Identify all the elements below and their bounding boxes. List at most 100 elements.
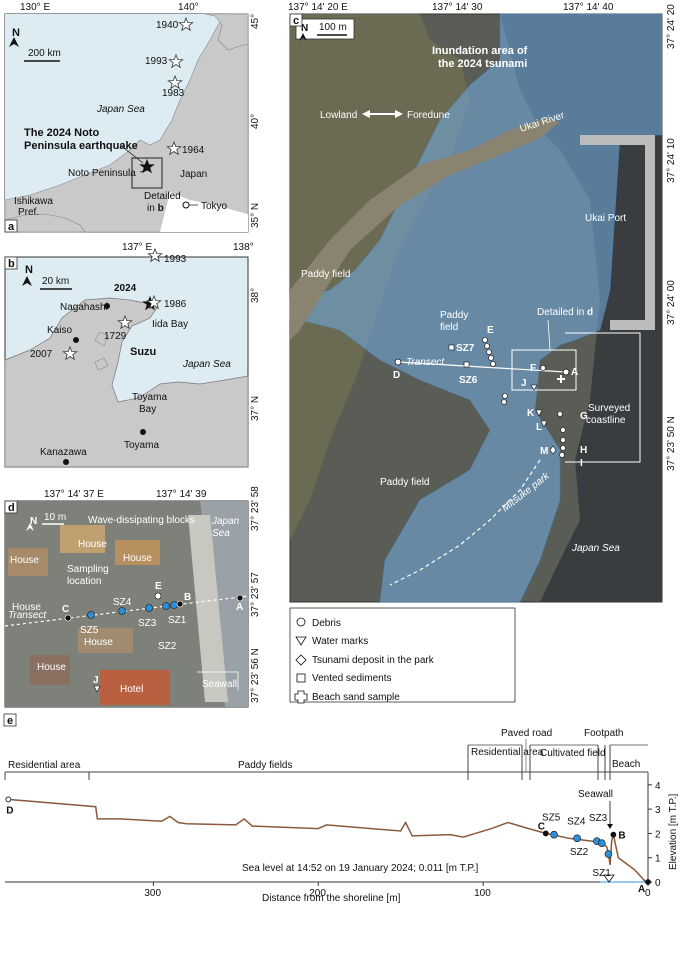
d-house-roof-1	[60, 525, 105, 553]
b-year-1986: 1986	[164, 299, 187, 310]
panel-b-label-box	[4, 256, 18, 270]
ukai-river	[290, 118, 560, 340]
panel-c-label-box	[289, 13, 303, 27]
inundation-line2: the 2024 tsunami	[438, 58, 527, 70]
panel-b: 137° E 138° 1993 2024 1986 1729 2007 Nag…	[4, 242, 261, 468]
d-pt-sz5: SZ5	[80, 625, 99, 636]
d-lat-tick-2: 37° 23' 57	[250, 572, 261, 617]
ishikawa-line2: Pref.	[18, 207, 39, 218]
b-year-2024: 2024	[114, 283, 137, 294]
surveyed-line2: coastline	[586, 415, 626, 426]
d-house-6: House	[37, 662, 66, 673]
star-1993	[168, 53, 184, 69]
detailed-line2: in b	[147, 203, 164, 214]
d-point-a	[236, 594, 244, 602]
e-y-tick-label: 1	[655, 854, 661, 865]
detailed-d-in-text: Detailed in	[537, 307, 587, 318]
d-hotel-roof	[100, 670, 170, 705]
detailed-b-text: b	[158, 203, 164, 214]
iida-label: Iida Bay	[152, 319, 188, 330]
panel-a-label: a	[8, 221, 15, 233]
d-sampling-line1: Sampling	[67, 564, 109, 575]
panel-e-label-box	[3, 713, 17, 727]
c-lat-tick-4: 37° 23' 50 N	[666, 416, 677, 471]
north-arrow-icon	[9, 37, 19, 47]
panel-a-sea: Japan Sea	[96, 104, 145, 115]
japan-label: Japan	[180, 169, 207, 180]
d-pt-a: A	[236, 602, 243, 613]
c-scale-box	[295, 18, 355, 40]
point-label-b: B	[618, 831, 625, 842]
quake-label-line2: Peninsula earthquake	[24, 140, 138, 152]
point-label-d: D	[6, 805, 13, 816]
inundation-line1: Inundation area of	[432, 45, 528, 57]
c-lat-tick-3: 37° 24' 00	[666, 280, 677, 325]
b-year-1729: 1729	[104, 331, 127, 342]
inundation-limit-line	[389, 459, 541, 586]
quake-leader	[119, 144, 144, 164]
sea-water-c	[500, 14, 662, 602]
zone-residential-2: Residential area	[471, 747, 544, 758]
d-point-b	[176, 600, 184, 608]
noto-leader	[139, 169, 149, 173]
western-land	[4, 213, 86, 233]
tokyo-marker	[182, 201, 190, 209]
d-house-3: House	[10, 555, 39, 566]
d-pt-b: B	[184, 592, 191, 603]
detailed-line1: Detailed	[144, 191, 181, 202]
panel-b-north-letter: N	[25, 264, 33, 276]
kaiso-label: Kaiso	[47, 325, 72, 336]
panel-d-label-box	[4, 500, 18, 514]
water-mark-l	[540, 420, 548, 428]
panel-b-sea: Japan Sea	[182, 359, 231, 370]
panel-b-scale: 20 km	[42, 276, 69, 287]
point-label-a: A	[638, 884, 645, 895]
c-lat-tick-1: 37° 24' 20	[666, 4, 677, 49]
quake-label-line1: The 2024 Noto	[24, 127, 99, 139]
point-a-marker	[562, 368, 570, 376]
paddy-label-1: Paddy field	[301, 269, 350, 280]
sz6-marker	[463, 361, 470, 368]
lat-tick-40: 40°	[250, 114, 261, 129]
deposit-m	[549, 445, 557, 455]
star-b-1729	[117, 314, 133, 330]
surveyed-line1: Surveyed	[588, 403, 630, 414]
d-lat-tick-3: 37° 23' 56 N	[250, 648, 261, 703]
e-ylabel: Elevation [m T.P.]	[668, 793, 679, 870]
c-pt-m: M	[540, 446, 548, 457]
noto-island	[94, 331, 109, 347]
legend-item-water-marks: Water marks	[312, 636, 368, 647]
sample-label-sz5: SZ5	[542, 813, 561, 824]
panel-b-label: b	[8, 258, 15, 270]
nagahashi-label: Nagahashi	[60, 302, 108, 313]
lat-tick-35: 35° N	[250, 203, 261, 228]
lon-tick-137: 137° E	[122, 242, 152, 253]
d-sz3-marker	[145, 604, 153, 612]
water-mark-k	[535, 409, 543, 417]
sample-label-sz3: SZ3	[589, 813, 608, 824]
e-y-tick-label: 4	[655, 781, 661, 792]
panel-c: 137° 14' 20 E 137° 14' 30 137° 14' 40 N …	[288, 2, 677, 603]
panel-c-north-letter: N	[301, 23, 308, 34]
toyama-bay-line1: Toyama	[132, 392, 167, 403]
legend-vented-icon	[296, 673, 306, 683]
c-pt-g: G	[580, 411, 588, 422]
star-1983	[167, 74, 183, 90]
sample-sz2	[598, 839, 606, 847]
sample-sz1	[604, 850, 613, 858]
paddy-label-2b: field	[440, 322, 458, 333]
c-pt-i: I	[580, 458, 583, 469]
zone-ticks	[4, 744, 649, 780]
e-y-tick-label: 2	[655, 829, 661, 840]
d-sz4-marker	[118, 607, 126, 615]
ukai-port-label: Ukai Port	[585, 213, 626, 224]
year-1993: 1993	[145, 56, 168, 67]
d-point-e	[154, 592, 162, 600]
d-point-c	[64, 614, 72, 622]
legend-item-debris: Debris	[312, 618, 341, 629]
d-sz5-marker	[87, 611, 95, 619]
c-pt-l: L	[536, 422, 542, 433]
lon-tick-140: 140°	[178, 2, 199, 13]
